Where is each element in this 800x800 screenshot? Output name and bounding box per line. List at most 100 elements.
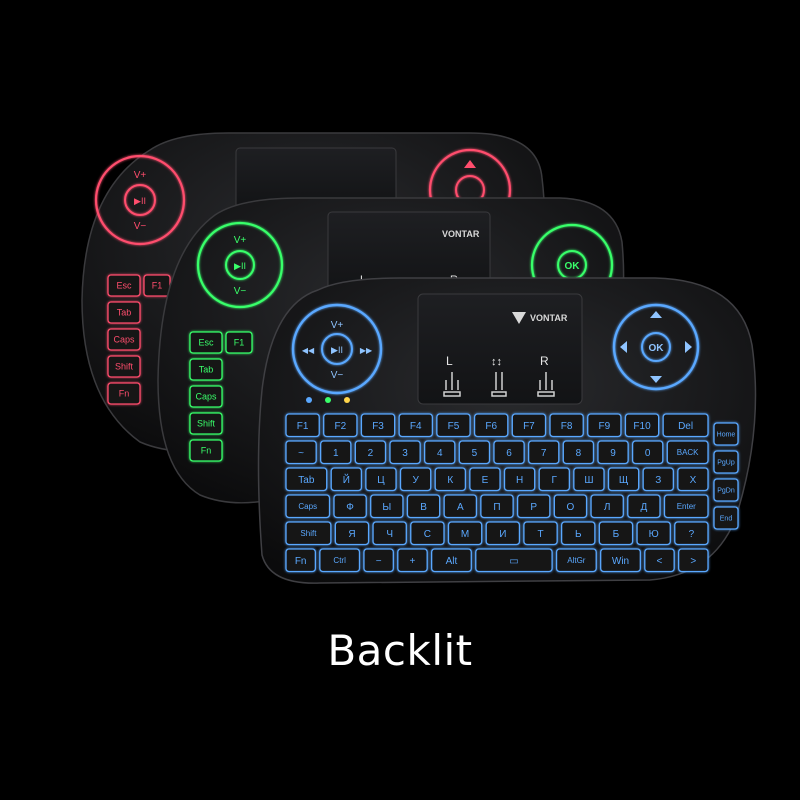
keyboard-green-vol-down-label: V− — [234, 286, 247, 297]
key-green-left-0: Esc — [189, 331, 223, 354]
svg-text:6: 6 — [506, 448, 512, 459]
keyboard-blue-arrow-left-icon — [620, 341, 627, 353]
svg-text:Fn: Fn — [119, 389, 130, 399]
key-blue-r2-c10: З — [642, 467, 674, 492]
svg-text:Caps: Caps — [113, 335, 135, 345]
svg-text:F5: F5 — [448, 421, 460, 432]
svg-text:>: > — [690, 556, 696, 567]
svg-text:Щ: Щ — [619, 475, 628, 486]
svg-text:~: ~ — [298, 448, 304, 459]
key-blue-r4-c0: Shift — [285, 521, 332, 546]
key-blue-r0-c4: F5 — [436, 413, 471, 438]
svg-text:Ы: Ы — [382, 502, 391, 513]
keyboard-blue-touchpad-right: R — [540, 354, 549, 368]
svg-text:М: М — [461, 529, 469, 540]
svg-text:8: 8 — [576, 448, 582, 459]
key-blue-r0-c7: F8 — [549, 413, 584, 438]
svg-text:PgUp: PgUp — [717, 459, 735, 466]
keyboard-green-ok-label: OK — [565, 261, 581, 272]
key-blue-r5-c7: Win — [600, 548, 641, 573]
svg-text:Е: Е — [482, 475, 489, 486]
svg-text:9: 9 — [610, 448, 616, 459]
key-blue-r5-c2: − — [363, 548, 394, 573]
key-blue-r2-c8: Ш — [573, 467, 605, 492]
keyboard-blue-arrow-right-icon — [685, 341, 692, 353]
key-blue-r2-c11: Х — [677, 467, 709, 492]
key-blue-r2-c5: Е — [469, 467, 501, 492]
keyboard-blue-touchpad-left: L — [446, 354, 453, 368]
key-blue-r1-c0: ~ — [285, 440, 317, 465]
keyboard-red-arrow-up-icon — [464, 160, 476, 168]
key-blue-r0-c0: F1 — [285, 413, 320, 438]
key-blue-r4-c5: И — [485, 521, 521, 546]
svg-text:Enter: Enter — [677, 502, 696, 511]
svg-text:О: О — [567, 502, 575, 513]
keyboard-blue-touchpad — [417, 293, 583, 405]
key-blue-r2-c4: К — [434, 467, 467, 492]
key-blue-r0-c9: F10 — [624, 413, 660, 438]
led-yellow-icon — [344, 397, 350, 403]
key-blue-r5-c4: Alt — [431, 548, 472, 573]
key-blue-r5-c1: Ctrl — [319, 548, 361, 573]
svg-text:F6: F6 — [485, 421, 497, 432]
key-blue-r0-c2: F3 — [360, 413, 396, 438]
key-blue-r2-c3: У — [399, 467, 432, 492]
key-blue-side-1: PgUp — [713, 450, 739, 474]
svg-text:Esc: Esc — [116, 281, 132, 291]
key-blue-r1-c6: 6 — [493, 440, 525, 465]
svg-text:+: + — [410, 556, 416, 567]
svg-text:Я: Я — [348, 529, 355, 540]
key-blue-r4-c3: С — [410, 521, 445, 546]
svg-text:F7: F7 — [523, 421, 535, 432]
key-blue-r3-c7: О — [553, 494, 588, 519]
svg-text:Tab: Tab — [117, 308, 132, 318]
svg-text:5: 5 — [472, 448, 478, 459]
caption: Backlit — [327, 626, 473, 675]
key-blue-r2-c6: Н — [503, 467, 536, 492]
key-blue-r5-c6: AltGr — [555, 548, 597, 573]
svg-text:Fn: Fn — [201, 446, 212, 456]
svg-text:0: 0 — [645, 448, 651, 459]
key-blue-r5-c3: + — [397, 548, 428, 573]
svg-text:−: − — [376, 556, 382, 567]
key-blue-side-2: PgDn — [713, 478, 739, 502]
led-blue-icon — [306, 397, 312, 403]
svg-text:Win: Win — [612, 556, 629, 567]
keyboard-red-vol-down-label: V− — [134, 221, 147, 232]
svg-text:F1: F1 — [152, 281, 163, 291]
key-blue-r3-c8: Л — [590, 494, 624, 519]
key-blue-r3-c1: Ф — [333, 494, 367, 519]
key-blue-r1-c4: 4 — [423, 440, 456, 465]
svg-text:Alt: Alt — [446, 556, 458, 567]
svg-text:1: 1 — [333, 448, 339, 459]
key-blue-r0-c6: F7 — [511, 413, 547, 438]
key-blue-r0-c10: Del — [662, 413, 709, 438]
svg-text:Н: Н — [516, 475, 523, 486]
svg-text:Fn: Fn — [295, 556, 307, 567]
key-blue-r0-c8: F9 — [587, 413, 622, 438]
finger-right-tap-icon — [537, 372, 555, 397]
key-green-left-4: Shift — [189, 412, 223, 435]
key-blue-side-3: End — [713, 506, 739, 530]
svg-text:П: П — [493, 502, 500, 513]
svg-text:Ф: Ф — [346, 502, 354, 513]
keyboard-blue-gesture-icons — [443, 372, 555, 397]
key-blue-r0-c5: F6 — [473, 413, 509, 438]
keyboard-blue: VONTAR L ↕↕ R V+ V− ▶II ◀◀ ▶▶ OK — [257, 277, 757, 584]
svg-text:4: 4 — [437, 448, 443, 459]
key-blue-r5-c9: > — [678, 548, 709, 573]
svg-text:AltGr: AltGr — [567, 556, 586, 565]
svg-text:Ц: Ц — [377, 475, 385, 486]
svg-text:End: End — [720, 515, 733, 522]
svg-text:7: 7 — [541, 448, 547, 459]
key-blue-r4-c10: ? — [674, 521, 709, 546]
svg-text:Home: Home — [717, 431, 736, 438]
svg-text:?: ? — [689, 529, 695, 540]
svg-text:А: А — [457, 502, 464, 513]
key-blue-r3-c6: Р — [516, 494, 551, 519]
svg-text:Т: Т — [537, 529, 543, 540]
key-blue-r1-c7: 7 — [527, 440, 560, 465]
